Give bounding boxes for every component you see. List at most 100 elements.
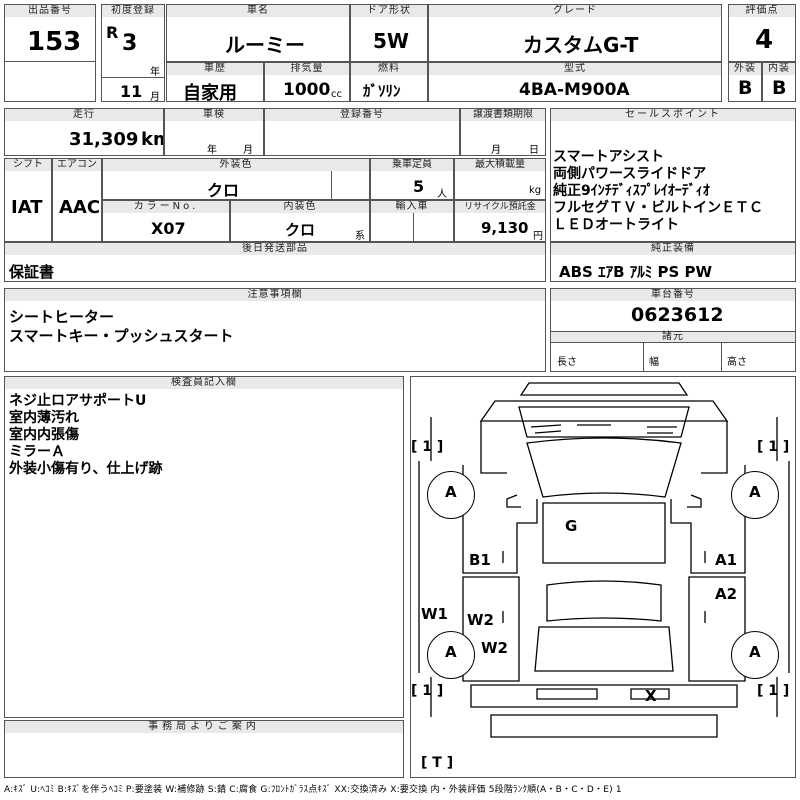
interior-label: 内装: [763, 63, 795, 75]
tread-fl: [ 1 ]: [411, 439, 444, 455]
history-cell: 車歴 自家用: [166, 62, 264, 102]
sales-points-cell: セールスポイント スマートアシスト 両側パワースライドドア 純正9ｲﾝﾁﾃﾞｨｽ…: [550, 108, 796, 242]
tread-fr: [ 1 ]: [757, 439, 790, 455]
inspector-line-3: 室内内張傷: [9, 427, 79, 443]
inspector-line-4: ミラーＡ: [9, 444, 65, 460]
model-label: 型式: [429, 63, 721, 75]
sales-line-1: スマートアシスト: [553, 149, 665, 165]
mark-w1: W1: [421, 605, 448, 623]
equipment-cell: 純正装備 ABS ｴｱB ｱﾙﾐ PS PW: [550, 242, 796, 282]
tire-front-left: [427, 471, 475, 519]
dims-label: 諸元: [662, 331, 684, 342]
first-reg-cell: 初度登録 R 3 年 11 月: [101, 4, 165, 102]
car-name-cell: 車名 ルーミー: [166, 4, 350, 62]
inspector-cell: 検査員記入欄 ネジ止ロアサポートU 室内薄汚れ 室内内張傷 ミラーＡ 外装小傷有…: [4, 376, 404, 718]
ac: AAC: [59, 197, 101, 218]
height-label: 高さ: [727, 357, 747, 368]
equipment: ABS ｴｱB ｱﾙﾐ PS PW: [559, 263, 713, 281]
inspector-line-1: ネジ止ロアサポートU: [9, 393, 147, 409]
inspector-label: 検査員記入欄: [5, 377, 403, 389]
car-name: ルーミー: [225, 33, 305, 57]
car-name-label: 車名: [167, 5, 349, 17]
shift: IAT: [11, 197, 43, 218]
reg-no-label: 登録番号: [265, 109, 459, 121]
int-color-label: 内装色: [231, 201, 369, 213]
mileage-label: 走行: [5, 109, 163, 121]
mileage-unit: km: [141, 129, 163, 150]
chassis-label: 車台番号: [551, 289, 795, 301]
notes-cell: 注意事項欄 シートヒーター スマートキー・プッシュスタート: [4, 288, 546, 372]
later-parts-cell: 後日発送部品 保証書: [4, 242, 546, 282]
fuel-cell: 燃料 ｶﾞｿﾘﾝ: [350, 62, 428, 102]
model: 4BA-M900A: [519, 80, 630, 100]
inspection-month-unit: 月: [243, 145, 253, 156]
max-load-cell: 最大積載量 kg: [454, 158, 546, 200]
later-parts-label: 後日発送部品: [5, 243, 545, 255]
ext-color-cell: 外装色 クロ: [102, 158, 370, 200]
shift-label: シフト: [5, 159, 51, 171]
notes-line-2: スマートキー・プッシュスタート: [9, 327, 234, 345]
fuel-label: 燃料: [351, 63, 427, 75]
int-color-cell: 内装色 クロ 系: [230, 200, 370, 242]
office-label: 事務局よりご案内: [5, 721, 403, 733]
inspection-year-unit: 年: [207, 145, 217, 156]
later-parts: 保証書: [9, 263, 55, 281]
capacity-unit: 人: [437, 189, 447, 200]
exterior-label: 外装: [729, 63, 761, 75]
int-color-unit: 系: [355, 231, 365, 242]
displacement-label: 排気量: [265, 63, 349, 75]
transfer-cell: 譲渡書類期限 月 日: [460, 108, 546, 156]
sales-line-2: 両側パワースライドドア: [553, 166, 707, 182]
capacity: 5: [413, 177, 425, 196]
displacement-cell: 排気量 1000 cc: [264, 62, 350, 102]
reg-month: 11: [120, 82, 143, 101]
transfer-month-unit: 月: [491, 145, 501, 156]
tread-rl: [ 1 ]: [411, 683, 444, 699]
tire-fl-mark: A: [445, 483, 457, 501]
year-unit: 年: [150, 67, 160, 78]
max-load-unit: kg: [529, 185, 542, 196]
inspection-cell: 車検 年 月: [164, 108, 264, 156]
tire-rl-mark: A: [445, 643, 457, 661]
grade-cell: グレード カスタムG-T: [428, 4, 722, 62]
tire-rear-left: [427, 631, 475, 679]
score: 4: [755, 25, 774, 55]
tread-rr: [ 1 ]: [757, 683, 790, 699]
lot-label: 出品番号: [5, 5, 95, 17]
first-reg-label: 初度登録: [102, 5, 164, 17]
width-label: 幅: [649, 357, 659, 368]
mark-a1: A1: [715, 551, 738, 569]
score-cell: 評価点 4: [728, 4, 796, 62]
grade-label: グレード: [429, 5, 721, 17]
car-diagram: A A A A [ 1 ] [ 1 ] [ 1 ] [ 1 ] G B1 A1 …: [410, 376, 796, 778]
recycle: 9,130: [481, 219, 529, 237]
sales-points-label: セールスポイント: [551, 109, 795, 121]
sales-line-5: ＬＥＤオートライト: [553, 217, 679, 233]
color-no: X07: [151, 219, 186, 238]
history: 自家用: [183, 83, 237, 102]
chassis-number: 0623612: [631, 304, 724, 326]
notes-line-1: シートヒーター: [9, 308, 115, 326]
model-cell: 型式 4BA-M900A: [428, 62, 722, 102]
reg-year: 3: [122, 31, 138, 56]
shift-cell: シフト IAT: [4, 158, 52, 242]
tire-front-right: [731, 471, 779, 519]
equipment-label: 純正装備: [551, 243, 795, 255]
mark-w2-fender: W2: [481, 639, 508, 657]
capacity-label: 乗車定員: [371, 159, 453, 171]
import-label: 輸入車: [371, 201, 453, 213]
door-cell: ドア形状 5W: [350, 4, 428, 62]
int-color: クロ: [285, 221, 316, 239]
car-outline: [418, 382, 790, 738]
inspector-line-5: 外装小傷有り、仕上げ跡: [9, 461, 163, 477]
damage-legend: A:ｷｽﾞ U:ﾍｺﾐ B:ｷｽﾞを伴うﾍｺﾐ P:要塗装 W:補修跡 S:錆 …: [4, 785, 622, 795]
length-label: 長さ: [557, 357, 577, 368]
inspector-line-2: 室内薄汚れ: [9, 410, 79, 426]
mileage: 31,309: [69, 129, 139, 150]
chassis-cell: 車台番号 0623612 諸元 長さ 幅 高さ: [550, 288, 796, 372]
color-no-label: カラーNo.: [103, 201, 229, 213]
mark-w2-door: W2: [467, 611, 494, 629]
trunk-mark: [ T ]: [421, 755, 454, 771]
tire-fr-mark: A: [749, 483, 761, 501]
mark-rear-bumper: X: [645, 687, 657, 705]
